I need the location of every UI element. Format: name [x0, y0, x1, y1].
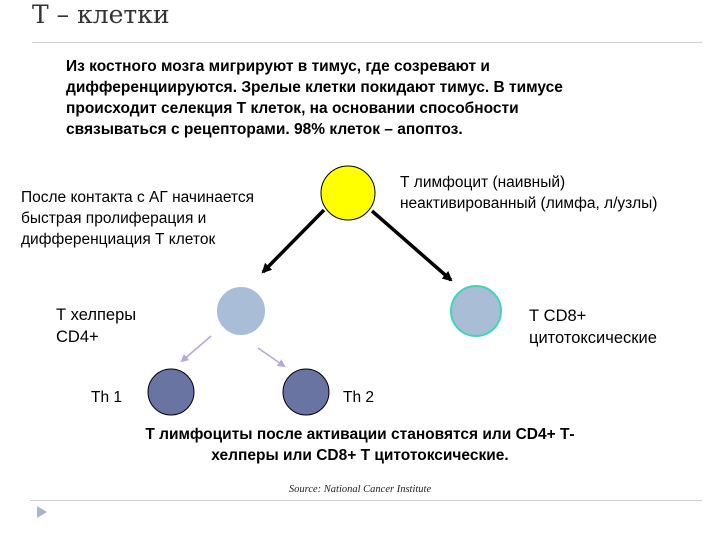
naive-cell-label: Т лимфоцит (наивный) неактивированный (л…: [400, 172, 657, 214]
naive-cell-label-line: Т лимфоцит (наивный): [400, 174, 566, 191]
source-credit: Source: National Cancer Institute: [288, 484, 432, 495]
intro-paragraph: Из костного мозга мигрируют в тимус, где…: [66, 58, 563, 138]
conclusion-line: Т лимфоциты после активации становятся и…: [145, 426, 575, 443]
t-helper-cell: [215, 285, 267, 337]
naive-t-cell: [320, 165, 376, 221]
arrow-to-helper: [261, 208, 326, 274]
cd8-label-line: Т CD8+: [529, 307, 587, 325]
arrow-to-th1: [180, 335, 212, 363]
cd8-label-line: цитотоксические: [529, 329, 657, 347]
naive-cell-label-line: неактивированный (лимфа, л/узлы): [400, 195, 658, 212]
th1-label: Th 1: [91, 389, 123, 406]
conclusion-text: Т лимфоциты после активации становятся и…: [60, 424, 660, 466]
helper-label: Т хелперы CD4+: [56, 304, 136, 348]
helper-label-line: CD4+: [56, 328, 99, 346]
th2-label: Th 2: [343, 389, 375, 406]
nav-triangle-icon: [37, 506, 47, 518]
th2-cell: [282, 368, 330, 416]
arrow-to-th2: [257, 347, 286, 368]
proliferation-note-line: После контакта с АГ начинается: [21, 189, 254, 206]
th1-cell: [147, 368, 195, 416]
proliferation-note-line: быстрая пролиферация и: [21, 210, 207, 227]
arrow-to-cd8: [370, 209, 453, 282]
t-cd8-cell: [450, 285, 502, 337]
title-divider: [32, 42, 702, 43]
helper-label-line: Т хелперы: [56, 306, 137, 324]
slide-title: Т – клетки: [32, 0, 170, 29]
proliferation-note: После контакта с АГ начинается быстрая п…: [21, 187, 254, 250]
cd8-label: Т CD8+ цитотоксические: [529, 305, 657, 349]
footer-divider: [30, 500, 702, 501]
conclusion-line: хелперы или CD8+ Т цитотоксические.: [211, 447, 509, 464]
proliferation-note-line: дифференциация Т клеток: [21, 231, 216, 248]
